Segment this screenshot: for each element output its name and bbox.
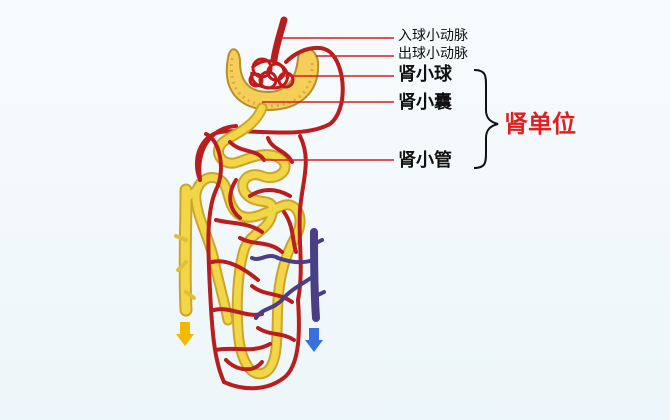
glomerulus-shape bbox=[248, 57, 295, 90]
label-leader-lines bbox=[262, 37, 394, 161]
nephron-title: 肾单位 bbox=[504, 110, 576, 138]
renal-capsule-label: 肾小囊 bbox=[398, 92, 452, 113]
vein-network bbox=[250, 228, 326, 322]
afferent-arteriole-shape bbox=[270, 16, 288, 64]
glomerulus-label: 肾小球 bbox=[398, 64, 452, 85]
capillary-network bbox=[197, 124, 308, 391]
grouping-brace bbox=[473, 69, 499, 169]
down-arrow-blue-icon bbox=[305, 328, 323, 352]
down-arrow-yellow-icon bbox=[176, 322, 194, 346]
afferent-arteriole-label: 入球小动脉 bbox=[398, 28, 468, 44]
renal-tubule-label: 肾小管 bbox=[398, 150, 452, 171]
efferent-arteriole-label: 出球小动脉 bbox=[398, 46, 468, 62]
